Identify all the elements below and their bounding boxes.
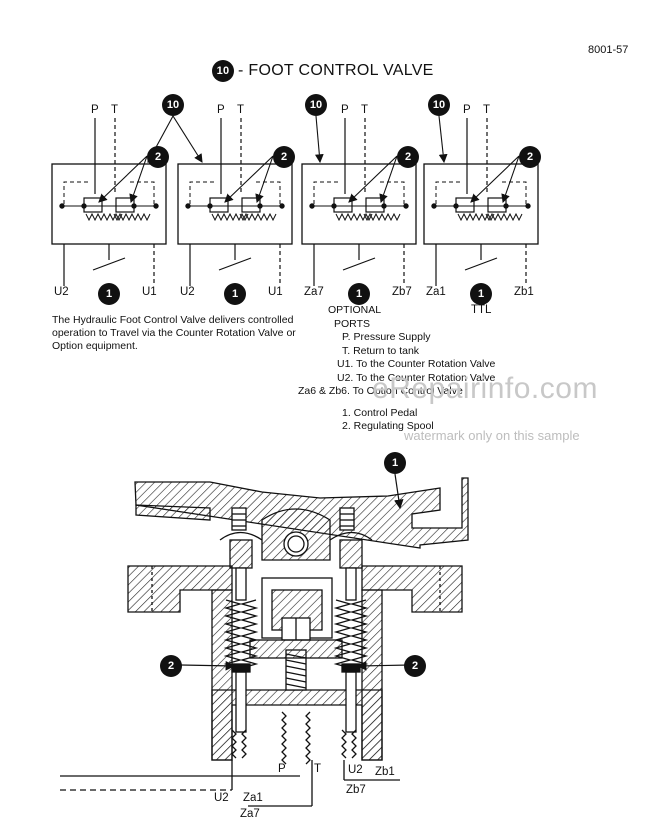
callout-pedal: 1: [224, 283, 246, 305]
callout-valve: 10: [162, 94, 184, 116]
valve-right-port: Zb7: [392, 286, 412, 298]
legend-item: Za6 & Zb6. To Option Control Valve: [298, 385, 463, 397]
callout-spool: 2: [147, 146, 169, 168]
port-t-label: T: [361, 104, 369, 116]
valve-box: [51, 163, 167, 245]
section-port-p: P: [278, 763, 286, 775]
callout-spool: 2: [397, 146, 419, 168]
port-p-label: P: [341, 104, 349, 116]
page-title: 10 - FOOT CONTROL VALVE: [212, 60, 434, 82]
adjust-screw-left: [231, 507, 247, 531]
valve-box: [301, 163, 417, 245]
regulating-spool-left: [235, 671, 247, 733]
legend-item: U1. To the Counter Rotation Valve: [337, 358, 496, 370]
section-port-za7: Za7: [240, 808, 260, 820]
legend-heading-optional: OPTIONAL: [328, 304, 382, 316]
page-number: 8001-57: [588, 44, 629, 56]
ports-legend: OPTIONAL PORTS P. Pressure Supply T. Ret…: [296, 304, 495, 434]
valve-right-port: U1: [142, 286, 157, 298]
callout-valve: 10: [428, 94, 450, 116]
valve-right-port: U1: [268, 286, 283, 298]
callout-spool: 2: [519, 146, 541, 168]
section-callout-pedal: 1: [384, 452, 406, 474]
valve-box: [423, 163, 539, 245]
section-view: [60, 477, 469, 807]
valve-box: [177, 163, 293, 245]
watermark-main: eRepairinfo.com: [372, 372, 598, 405]
callout-spool: 2: [273, 146, 295, 168]
regulating-spool-right: [345, 671, 357, 733]
section-port-zb1: Zb1: [375, 766, 395, 778]
valve-left-port: U2: [54, 286, 69, 298]
section-port-u2-left: U2: [214, 792, 229, 804]
legend-item: P. Pressure Supply: [342, 331, 431, 343]
section-port-za1: Za1: [243, 792, 263, 804]
callout-valve: 10: [305, 94, 327, 116]
legend-item: T. Return to tank: [342, 344, 420, 357]
title-callout-badge: 10: [212, 60, 234, 82]
section-callout-spool-left: 2: [160, 655, 182, 677]
port-t-label: T: [483, 104, 491, 116]
description-text: The Hydraulic Foot Control Valve deliver…: [52, 314, 296, 352]
valve-left-port: U2: [180, 286, 195, 298]
valve-right-port: Zb1: [514, 286, 534, 298]
callout-pedal: 1: [98, 283, 120, 305]
schematic-group: [51, 115, 539, 286]
section-port-u2-right: U2: [348, 764, 363, 776]
section-port-zb7: Zb7: [346, 784, 366, 796]
port-t-label: T: [237, 104, 245, 116]
legend-heading-ports: PORTS: [334, 317, 370, 330]
parts-item: 1. Control Pedal: [342, 406, 418, 419]
spring-left-outer: [223, 599, 259, 669]
legend-item: U2. To the Counter Rotation Valve: [337, 371, 496, 384]
callout-pedal: 1: [348, 283, 370, 305]
adjust-screw-right: [339, 507, 355, 531]
valve-left-port: Za1: [426, 286, 446, 298]
port-p-label: P: [91, 104, 99, 116]
title-text: - FOOT CONTROL VALVE: [238, 62, 434, 79]
valve-left-port: Za7: [304, 286, 324, 298]
watermark-sub: watermark only on this sample: [404, 428, 580, 443]
port-p-label: P: [463, 104, 471, 116]
pedal-base: [135, 504, 211, 521]
port-t-label: T: [111, 104, 119, 116]
section-callout-spool-right: 2: [404, 655, 426, 677]
port-p-label: P: [217, 104, 225, 116]
parts-item: 2. Regulating Spool: [342, 420, 434, 432]
callout-pedal: 1: [470, 283, 492, 305]
spring-right-outer: [333, 599, 369, 669]
section-port-t: T: [314, 763, 322, 775]
valve-bottom-label: TTL: [471, 304, 492, 316]
